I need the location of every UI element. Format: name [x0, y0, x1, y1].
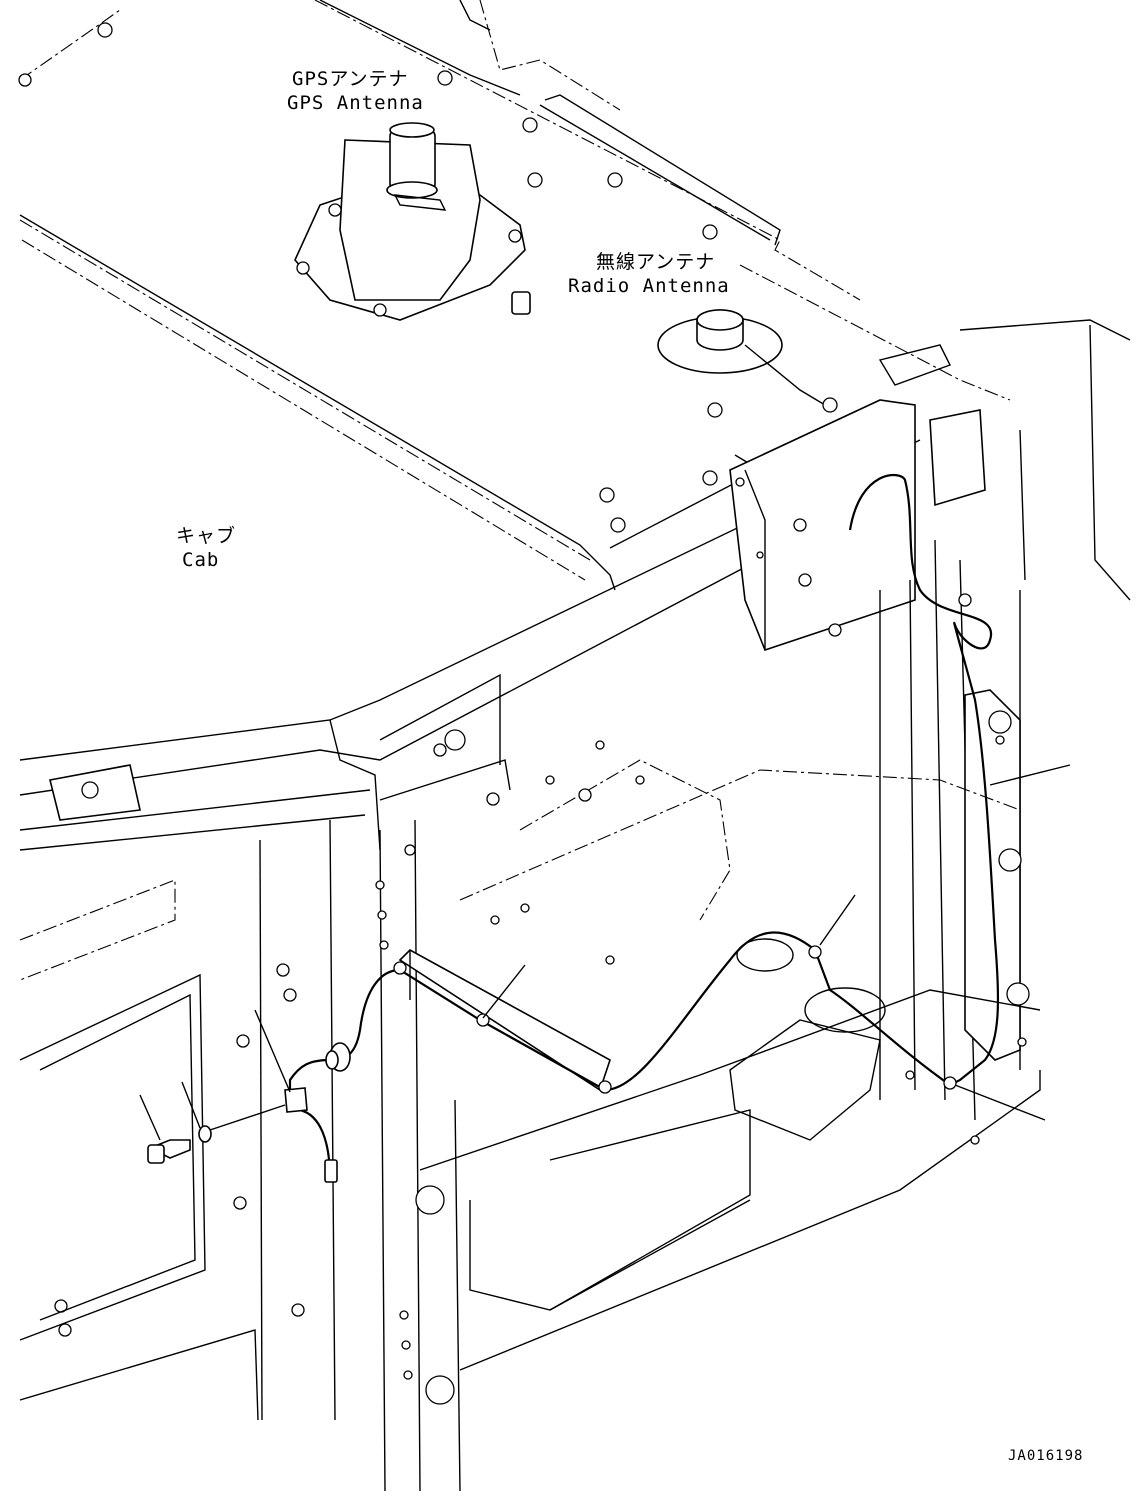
radio-antenna	[658, 310, 837, 412]
gps-antenna	[295, 123, 530, 320]
cab-label-en: Cab	[182, 549, 220, 571]
roof-bolts	[19, 23, 722, 532]
cab-roof	[20, 0, 1010, 590]
radio-antenna-label-en: Radio Antenna	[568, 275, 730, 297]
gps-antenna-label-jp: GPSアンテナ	[292, 68, 409, 90]
bolt-and-washer	[148, 1105, 285, 1163]
gps-antenna-label-en: GPS Antenna	[287, 92, 424, 114]
radio-antenna-label-jp: 無線アンテナ	[596, 251, 716, 273]
drawing-code: JA016198	[1008, 1448, 1084, 1464]
cab-frame	[20, 320, 1130, 1491]
leader-lines	[140, 765, 1070, 1140]
cab-label-jp: キャブ	[176, 525, 237, 547]
antenna-cable	[285, 475, 998, 1182]
